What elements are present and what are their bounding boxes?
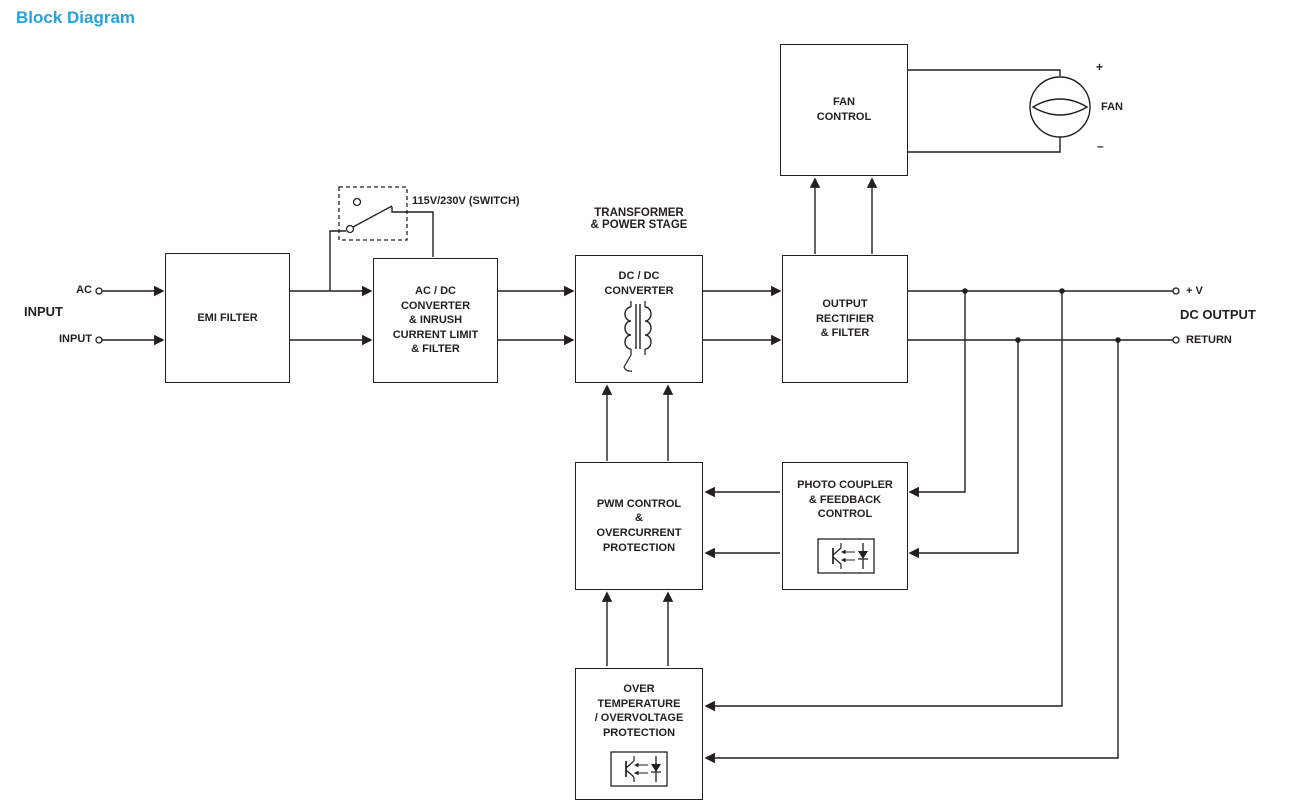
fan-icon — [1029, 76, 1091, 138]
wire-switch-left — [329, 230, 346, 291]
block-photo-coupler: PHOTO COUPLER & FEEDBACK CONTROL — [782, 462, 908, 590]
arrow-feedback-plusv-to-photo — [908, 291, 966, 498]
ac-terminal — [95, 287, 103, 295]
fan-plus-label: + — [1096, 60, 1104, 74]
page-title: Block Diagram — [16, 8, 136, 27]
plus-v-terminal-label: + V — [1186, 285, 1203, 297]
return-terminal-label: RETURN — [1186, 334, 1232, 346]
dc-output-title: DC OUTPUT — [1180, 307, 1256, 322]
junction-dot — [962, 288, 968, 294]
input-terminal — [95, 336, 103, 344]
arrow-feedback-return-to-photo — [908, 340, 1019, 559]
junction-dot — [1059, 288, 1065, 294]
plus-v-terminal — [1172, 287, 1180, 295]
junction-dots — [962, 288, 1121, 343]
block-pwm-control: PWM CONTROL & OVERCURRENT PROTECTION — [575, 462, 703, 590]
switch-label: 115V/230V (SWITCH) — [412, 195, 520, 207]
block-fan-control: FAN CONTROL — [780, 44, 908, 176]
wire-fan-top — [908, 69, 1061, 76]
return-terminal — [1172, 336, 1180, 344]
fan-minus-label: – — [1097, 139, 1104, 153]
block-ac-dc-converter: AC / DC CONVERTER & INRUSH CURRENT LIMIT… — [373, 258, 498, 383]
block-emi-filter: EMI FILTER — [165, 253, 290, 383]
block-output-rectifier: OUTPUT RECTIFIER & FILTER — [782, 255, 908, 383]
junction-dot — [1115, 337, 1121, 343]
arrow-feedback-return-to-overtemp — [704, 340, 1119, 764]
junction-dot — [1015, 337, 1021, 343]
ac-terminal-label: AC — [76, 284, 92, 296]
block-dc-dc-converter: DC / DC CONVERTER — [575, 255, 703, 383]
block-over-temp-protection: OVER TEMPERATURE / OVERVOLTAGE PROTECTIO… — [575, 668, 703, 800]
wire-fan-bottom — [908, 136, 1061, 153]
input-title: INPUT — [24, 304, 63, 319]
transformer-stage-label: TRANSFORMER & POWER STAGE — [590, 207, 688, 231]
voltage-switch-icon — [338, 186, 408, 241]
fan-label: FAN — [1101, 101, 1123, 113]
input-terminal-label: INPUT — [59, 333, 92, 345]
wire-switch-right — [391, 207, 434, 257]
